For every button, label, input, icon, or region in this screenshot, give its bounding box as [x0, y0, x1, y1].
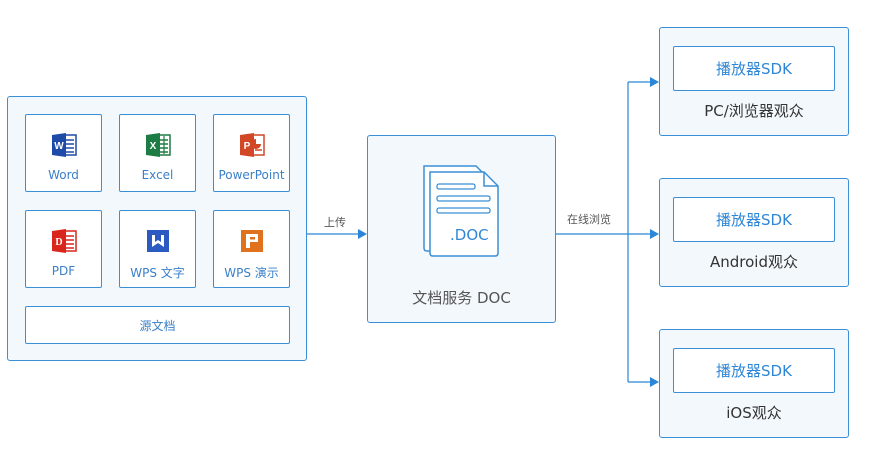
- powerpoint-icon: P: [238, 131, 266, 159]
- arrowhead-android: [650, 229, 659, 239]
- tile-powerpoint[interactable]: P PowerPoint: [213, 114, 290, 192]
- audience-label: Android观众: [710, 253, 798, 271]
- svg-text:W: W: [54, 141, 64, 152]
- wps-writer-icon: [144, 227, 172, 255]
- tile-label: WPS 文字: [130, 266, 185, 280]
- tile-label: WPS 演示: [224, 266, 279, 280]
- player-sdk-button[interactable]: 播放器SDK: [673, 348, 835, 393]
- upload-label: 上传: [324, 216, 346, 229]
- tile-label: Word: [48, 168, 79, 182]
- arrowhead-ios: [650, 377, 659, 387]
- svg-text:D: D: [55, 237, 62, 248]
- excel-icon: X: [144, 131, 172, 159]
- tile-wps-presentation[interactable]: WPS 演示: [213, 210, 290, 288]
- tile-label: Excel: [141, 168, 174, 182]
- tile-excel[interactable]: X Excel: [119, 114, 196, 192]
- audience-android-panel: 播放器SDK Android观众: [659, 178, 849, 287]
- document-service-panel: .DOC 文档服务 DOC: [367, 135, 556, 323]
- audience-ios-panel: 播放器SDK iOS观众: [659, 329, 849, 438]
- svg-text:P: P: [243, 141, 250, 152]
- audience-pc-panel: 播放器SDK PC/浏览器观众: [659, 27, 849, 136]
- tile-pdf[interactable]: D PDF: [25, 210, 102, 288]
- word-icon: W: [50, 131, 78, 159]
- source-documents-panel: W Word X Excel P PowerPoint D PDF WPS 文字…: [7, 96, 307, 361]
- svg-text:X: X: [149, 141, 156, 152]
- audience-label: PC/浏览器观众: [704, 102, 804, 120]
- upload-arrowhead: [358, 229, 367, 239]
- source-documents-label: 源文档: [25, 306, 290, 344]
- browse-label: 在线浏览: [567, 213, 611, 226]
- wps-presentation-icon: [238, 227, 266, 255]
- file-extension-label: .DOC: [450, 226, 489, 244]
- document-service-label: 文档服务 DOC: [412, 289, 511, 307]
- arrowhead-pc: [650, 77, 659, 87]
- tile-word[interactable]: W Word: [25, 114, 102, 192]
- pdf-icon: D: [50, 227, 78, 255]
- tile-label: PDF: [51, 264, 76, 278]
- audience-label: iOS观众: [726, 404, 782, 422]
- doc-file-icon: .DOC: [418, 163, 508, 258]
- tile-label: PowerPoint: [218, 168, 285, 182]
- player-sdk-button[interactable]: 播放器SDK: [673, 46, 835, 91]
- tile-wps-writer[interactable]: WPS 文字: [119, 210, 196, 288]
- player-sdk-button[interactable]: 播放器SDK: [673, 197, 835, 242]
